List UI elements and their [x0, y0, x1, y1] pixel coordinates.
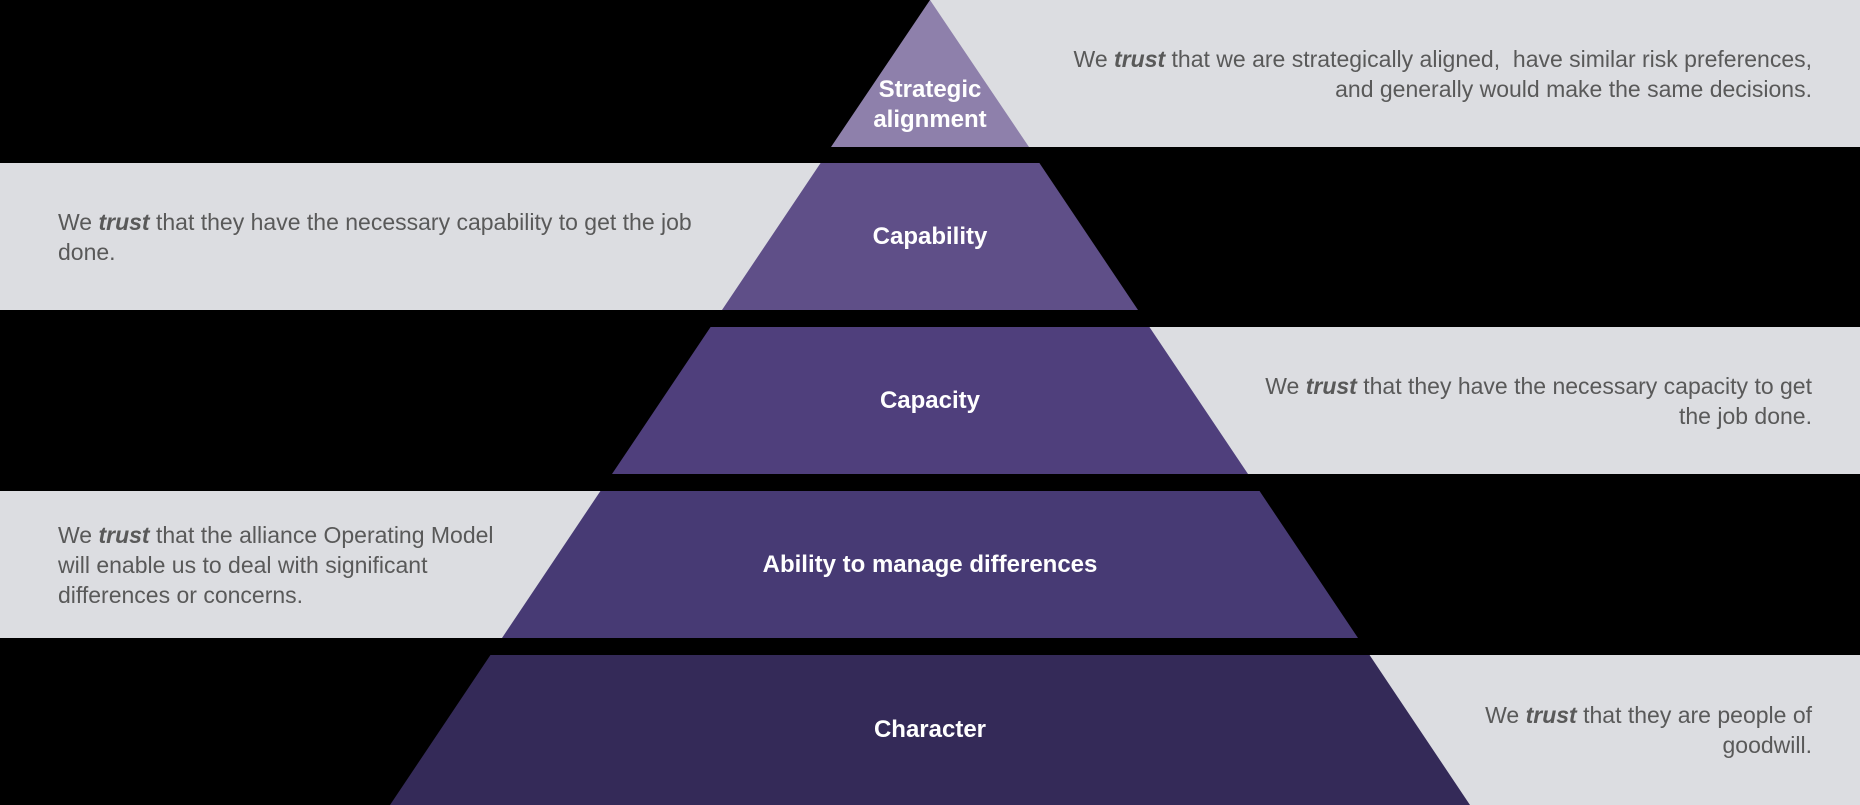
callout-text-capacity: We trust that they have the necessary ca… [1265, 371, 1860, 431]
callout-line3: differences or concerns. [58, 581, 304, 608]
pyramid-level-capacity: Capacity [612, 327, 1248, 474]
callout-pre: We [58, 208, 99, 235]
pyramid-level-manage-differences: Ability to manage differences [502, 491, 1358, 638]
callout-line1: that the alliance Operating Model [149, 521, 494, 548]
callout-emphasis-trust: trust [98, 521, 150, 548]
callout-pre: We [1265, 372, 1306, 399]
pyramid-level-label: Ability to manage differences [762, 550, 1098, 578]
callout-line1: that they have the necessary capability … [149, 208, 692, 235]
pyramid-level-character: Character [390, 655, 1470, 805]
callout-text-strategic-alignment: We trust that we are strategically align… [1074, 44, 1860, 104]
callout-text-character: We trust that they are people of goodwil… [1485, 700, 1860, 760]
callout-line1: that we are strategically aligned, have … [1165, 45, 1812, 72]
callout-line2: the job done. [1678, 402, 1812, 429]
callout-line1: that they have the necessary capacity to… [1356, 372, 1812, 399]
pyramid-level-label: Capability [872, 222, 988, 250]
callout-line2: and generally would make the same decisi… [1335, 75, 1812, 102]
pyramid-level-label: Capacity [879, 386, 981, 414]
callout-line2: goodwill. [1722, 732, 1813, 758]
pyramid-level-label: Character [873, 716, 987, 743]
callout-line2: will enable us to deal with significant [58, 551, 428, 578]
callout-pre: We [1485, 702, 1526, 728]
callout-emphasis-trust: trust [98, 208, 150, 235]
callout-pre: We [58, 521, 99, 548]
callout-line1: that they are people of [1576, 702, 1812, 728]
callout-emphasis-trust: trust [1114, 45, 1166, 72]
callout-band-strategic-alignment: We trust that we are strategically align… [930, 0, 1860, 147]
callout-line2: done. [58, 238, 116, 265]
callout-pre: We [1073, 45, 1115, 72]
callout-emphasis-trust: trust [1525, 702, 1577, 728]
callout-text-manage-differences: We trust that the alliance Operating Mod… [0, 520, 494, 610]
callout-text-capability: We trust that they have the necessary ca… [0, 207, 692, 267]
pyramid-level-label: Strategic alignment [873, 76, 987, 133]
callout-emphasis-trust: trust [1305, 372, 1357, 399]
